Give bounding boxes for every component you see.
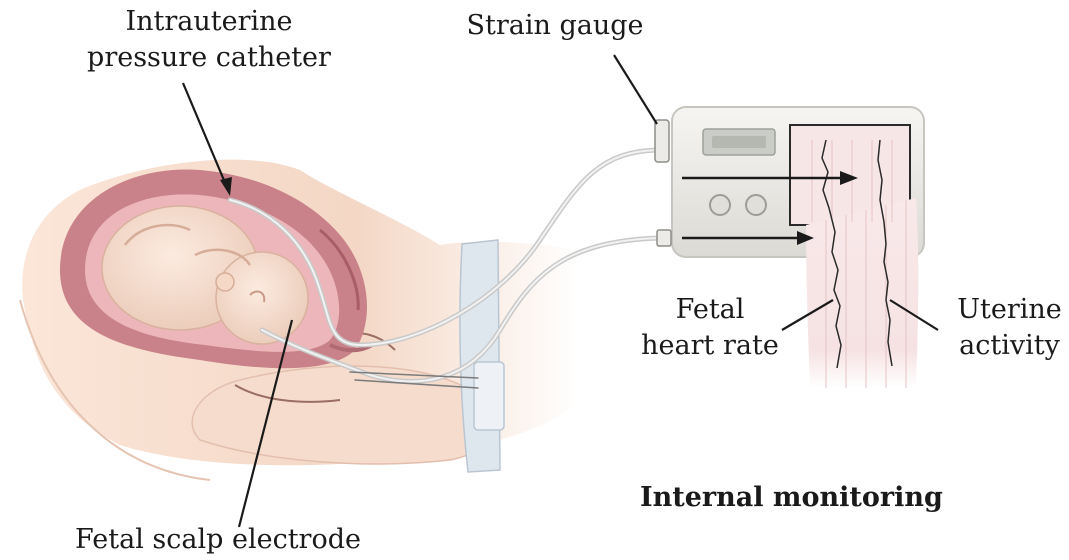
cable-port-lower [657, 230, 671, 246]
label-catheter-line2: pressure catheter [84, 40, 334, 76]
maternal-thigh [192, 366, 495, 464]
paper-strip [806, 198, 918, 388]
label-uterine-activity: Uterine activity [950, 292, 1069, 364]
leader-strain-gauge [614, 55, 657, 124]
label-strain-gauge-text: Strain gauge [455, 8, 655, 44]
strain-gauge-sensor [655, 120, 669, 162]
control-knob-1 [710, 195, 730, 215]
diagram-title: Internal monitoring [640, 482, 943, 513]
label-fetal-heart-rate: Fetal heart rate [640, 292, 780, 364]
label-uterine-line2: activity [950, 328, 1069, 364]
label-fhr-line1: Fetal [640, 292, 780, 328]
label-strain-gauge: Strain gauge [455, 8, 655, 44]
display-readout [712, 136, 766, 148]
belt-buckle [474, 362, 504, 430]
label-uterine-line1: Uterine [950, 292, 1069, 328]
label-scalp-electrode-text: Fetal scalp electrode [58, 522, 378, 558]
label-scalp-electrode: Fetal scalp electrode [58, 522, 378, 558]
label-fhr-line2: heart rate [640, 328, 780, 364]
label-catheter-line1: Intrauterine [84, 4, 334, 40]
control-knob-2 [746, 195, 766, 215]
fetal-hand [216, 273, 234, 291]
label-catheter: Intrauterine pressure catheter [84, 4, 334, 76]
